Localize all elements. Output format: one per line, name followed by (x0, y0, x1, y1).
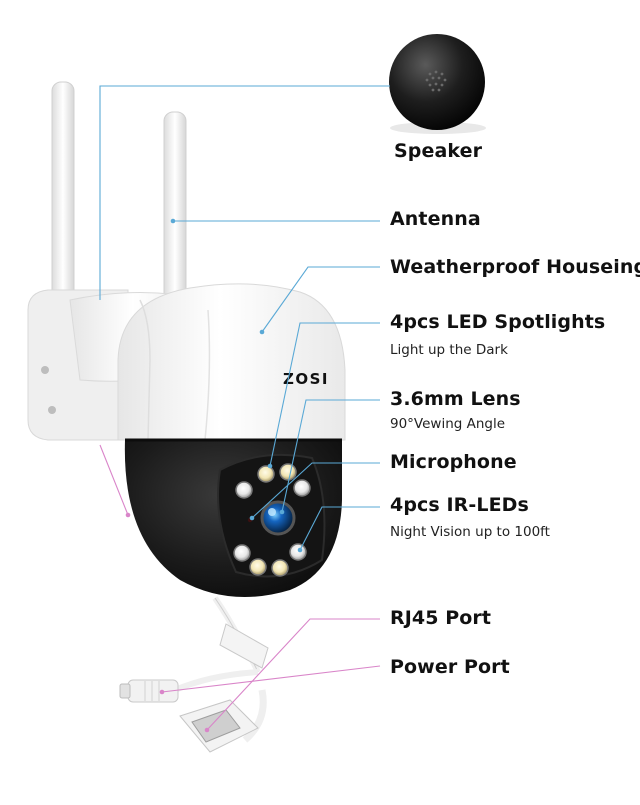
lens-subtitle: 90°Vewing Angle (390, 416, 505, 432)
lens-label: 3.6mm Lens (390, 388, 521, 410)
speaker-label: Speaker (394, 140, 482, 162)
callout-line-bracket (100, 445, 128, 515)
rj45-connector (220, 624, 268, 668)
led-spotlights-subtitle: Light up the Dark (390, 342, 508, 358)
camera-dome (125, 440, 342, 597)
housing-top (118, 284, 345, 440)
callout-line-power (162, 666, 380, 692)
microphone-label: Microphone (390, 451, 517, 473)
cables (120, 598, 268, 752)
rj45-socket (180, 700, 258, 752)
callout-line-speaker (100, 86, 390, 300)
antenna-label: Antenna (390, 208, 481, 230)
rj45-port-label: RJ45 Port (390, 607, 491, 629)
housing-label: Weatherproof Houseing (390, 256, 640, 278)
led-spotlights-label: 4pcs LED Spotlights (390, 311, 605, 333)
power-port-label: Power Port (390, 656, 510, 678)
antenna-right (164, 112, 186, 312)
ir-leds-label: 4pcs IR-LEDs (390, 494, 529, 516)
ir-leds-subtitle: Night Vision up to 100ft (390, 524, 550, 540)
lens-icon (262, 502, 294, 534)
speaker-illustration (389, 34, 486, 134)
